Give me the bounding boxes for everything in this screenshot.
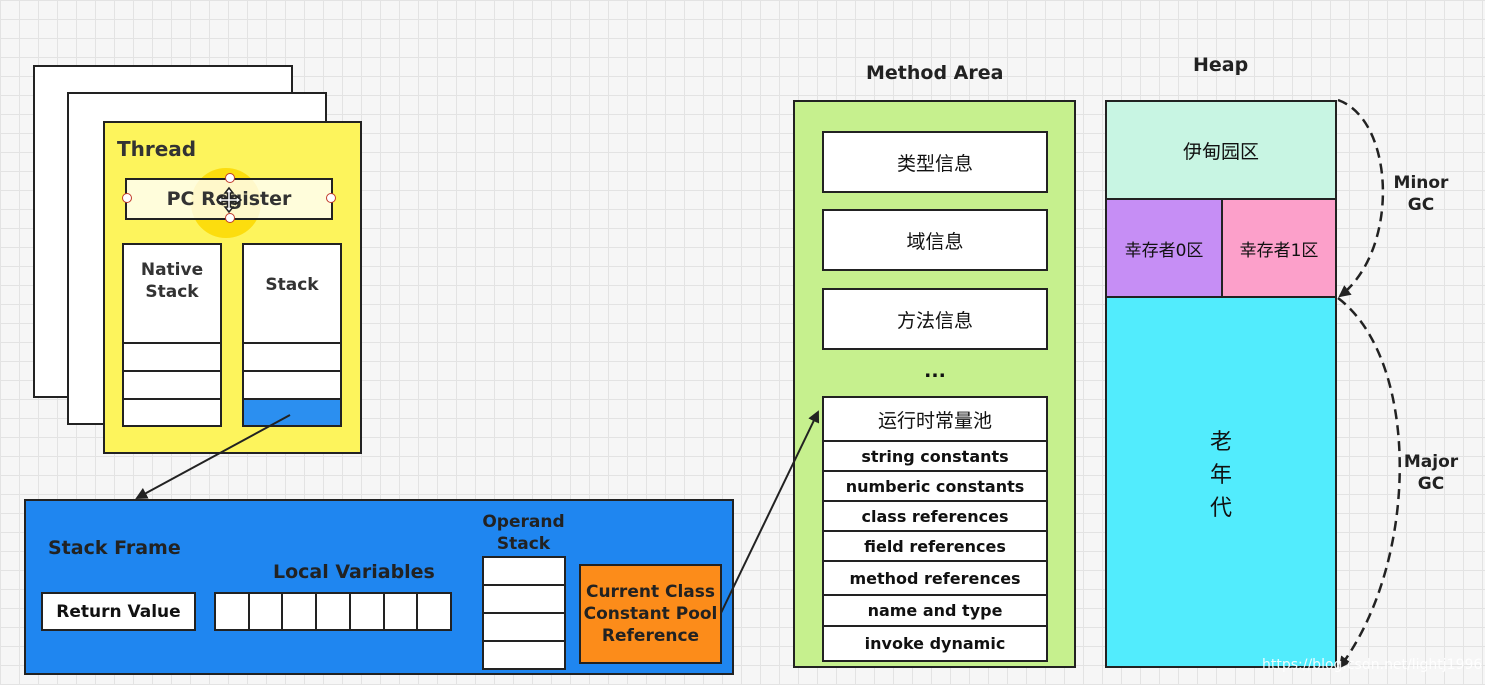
operand-stack-slot (484, 612, 564, 614)
watermark: https://blog.csdn.net/lightj1996 (1262, 657, 1483, 673)
move-cursor-icon (215, 186, 243, 214)
method-area-title: Method Area (866, 62, 1004, 84)
major-gc-label: Major GC (1403, 452, 1459, 494)
pool-entry-label: numberic constants (845, 476, 1025, 496)
selection-handle-top[interactable] (225, 173, 235, 183)
minor-gc-arrow (1337, 98, 1385, 298)
thread-title: Thread (117, 137, 197, 161)
stack-frame-title: Stack Frame (48, 537, 181, 559)
stack-slot (244, 370, 340, 372)
pool-entry-label: method references (849, 568, 1021, 588)
survivor-1-space[interactable]: 幸存者1区 (1223, 200, 1335, 298)
local-variable-slot (351, 594, 385, 629)
local-variable-slot (216, 594, 250, 629)
method-area-item-type-info[interactable]: 类型信息 (822, 131, 1048, 193)
constant-pool-reference[interactable]: Current Class Constant Pool Reference (579, 564, 722, 664)
method-area-item-field-info[interactable]: 域信息 (822, 209, 1048, 271)
local-variable-slot (385, 594, 419, 629)
major-gc-arrow (1337, 297, 1401, 669)
runtime-constant-pool[interactable]: 运行时常量池 string constants numberic constan… (822, 396, 1048, 662)
pool-entry-name-and-type: name and type (824, 596, 1046, 627)
survivor-0-label: 幸存者0区 (1124, 240, 1204, 261)
native-stack-label: Native Stack (140, 260, 204, 302)
stack-to-frame-arrow (135, 414, 291, 499)
local-variables-array[interactable] (214, 592, 452, 631)
heap[interactable]: 伊甸园区 幸存者0区 幸存者1区 老 年 代 (1105, 100, 1337, 668)
runtime-constant-pool-title-label: 运行时常量池 (877, 409, 992, 432)
pool-entry-method-references: method references (824, 562, 1046, 596)
runtime-constant-pool-title: 运行时常量池 (824, 398, 1046, 442)
java-stack[interactable]: Stack (242, 243, 342, 427)
pool-entry-string-constants: string constants (824, 442, 1046, 472)
method-area[interactable]: 类型信息 域信息 方法信息 ... 运行时常量池 string constant… (793, 100, 1076, 668)
pool-entry-class-references: class references (824, 502, 1046, 532)
operand-stack-slot (484, 640, 564, 642)
pool-entry-label: string constants (861, 446, 1009, 466)
operand-stack-title: Operand Stack (482, 512, 565, 554)
stack-slot (244, 342, 340, 344)
return-value-label: Return Value (56, 601, 181, 622)
pool-entry-field-references: field references (824, 532, 1046, 562)
local-variables-title: Local Variables (273, 561, 435, 583)
selection-handle-right[interactable] (326, 193, 336, 203)
field-info-label: 域信息 (906, 230, 964, 253)
heap-title: Heap (1193, 54, 1249, 76)
local-variable-slot (250, 594, 284, 629)
pool-entry-numberic-constants: numberic constants (824, 472, 1046, 502)
pool-entry-label: name and type (867, 601, 1003, 620)
method-area-item-method-info[interactable]: 方法信息 (822, 288, 1048, 350)
pool-entry-label: invoke dynamic (864, 634, 1006, 653)
selection-handle-left[interactable] (122, 193, 132, 203)
operand-stack-slot (484, 584, 564, 586)
survivor-1-label: 幸存者1区 (1239, 240, 1319, 261)
pool-entry-invoke-dynamic: invoke dynamic (824, 627, 1046, 660)
constant-pool-reference-label: Current Class Constant Pool Reference (583, 582, 718, 646)
pool-entry-label: class references (861, 506, 1009, 526)
old-generation-space[interactable]: 老 年 代 (1107, 298, 1335, 666)
native-stack[interactable]: Native Stack (122, 243, 222, 427)
native-stack-slot (124, 342, 220, 344)
local-variable-slot (317, 594, 351, 629)
method-area-ellipsis: ... (924, 360, 946, 382)
minor-gc-label: Minor GC (1393, 173, 1449, 215)
return-value-box[interactable]: Return Value (41, 592, 196, 631)
native-stack-slot (124, 370, 220, 372)
native-stack-slot (124, 398, 220, 400)
eden-space-label: 伊甸园区 (1182, 140, 1259, 163)
old-generation-label: 老 年 代 (1209, 430, 1232, 521)
survivor-0-space[interactable]: 幸存者0区 (1107, 200, 1223, 298)
frame-to-constant-pool-arrow (720, 410, 820, 614)
stack-slot (244, 398, 340, 400)
pool-entry-label: field references (864, 536, 1006, 556)
java-stack-label: Stack (265, 275, 319, 295)
operand-stack[interactable] (482, 556, 566, 670)
local-variable-slot (283, 594, 318, 629)
selection-handle-bottom[interactable] (225, 213, 235, 223)
type-info-label: 类型信息 (896, 152, 973, 175)
method-info-label: 方法信息 (896, 309, 973, 332)
stack-frame[interactable]: Stack Frame Return Value Local Variables… (24, 499, 734, 675)
thread-box[interactable]: Thread PC Register Native Stack Stack (103, 121, 362, 454)
stack-top-frame[interactable] (244, 400, 340, 425)
eden-space[interactable]: 伊甸园区 (1107, 102, 1335, 200)
